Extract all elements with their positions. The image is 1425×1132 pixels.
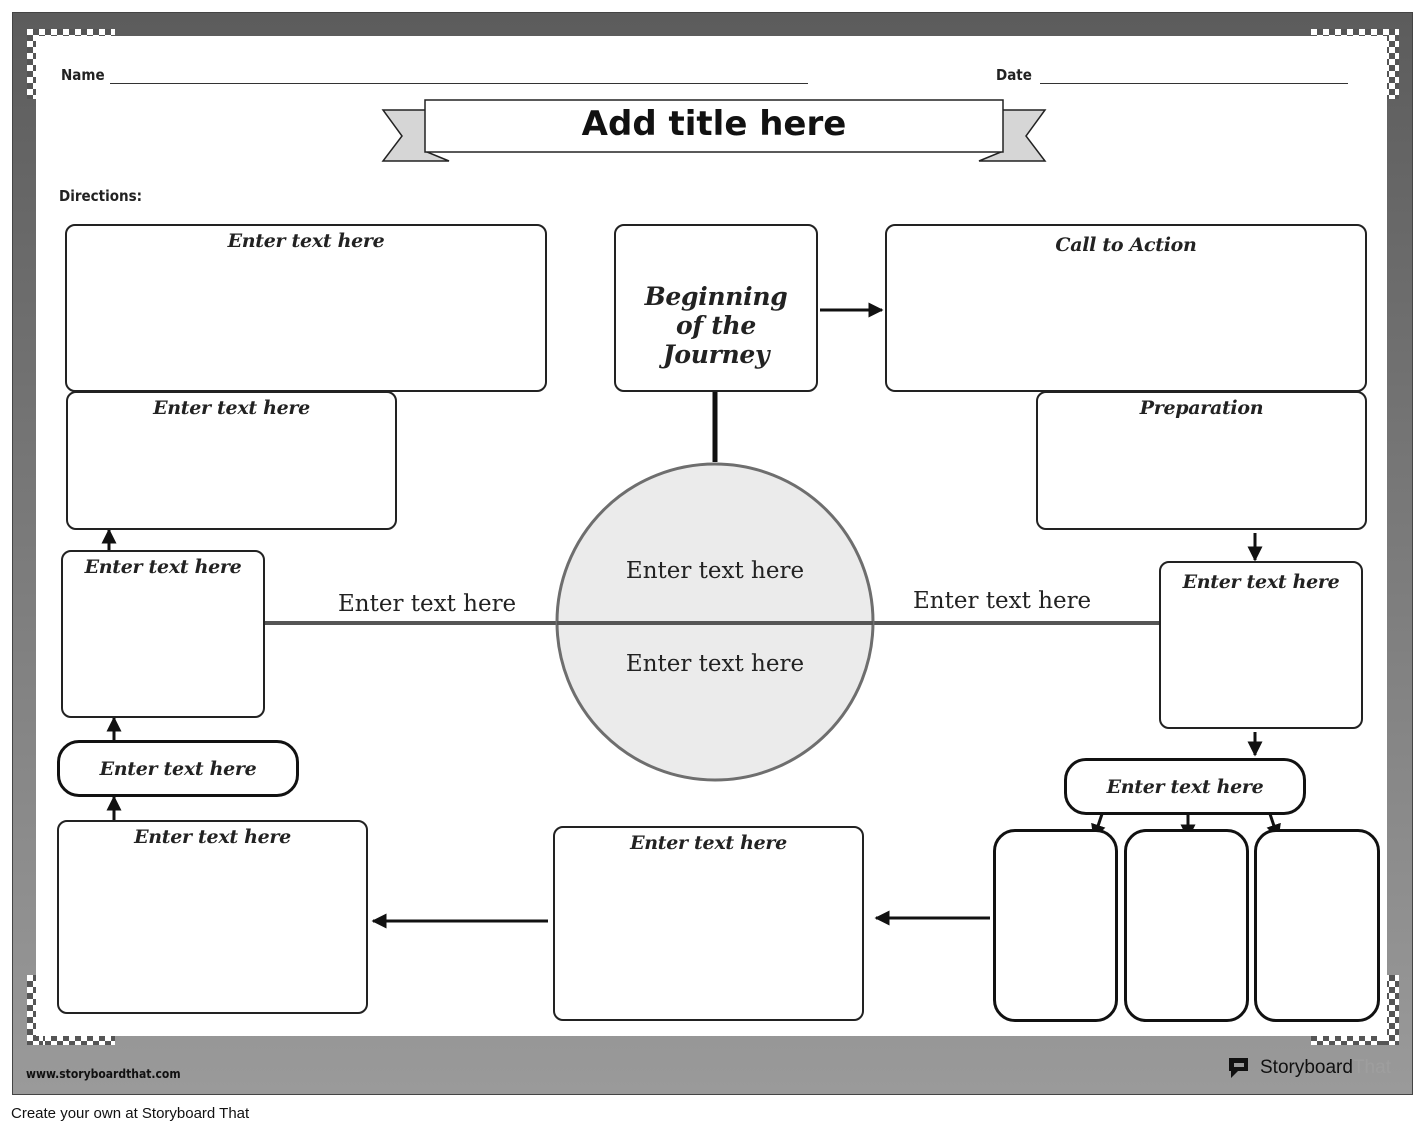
bottom-left-box[interactable]: Enter text here <box>57 820 368 1014</box>
top-left-label: Enter text here <box>227 230 385 252</box>
preparation-box[interactable]: Preparation <box>1036 391 1367 530</box>
bottom-left-label: Enter text here <box>134 826 291 848</box>
checker-corner-tr-v <box>1383 29 1399 99</box>
website-url[interactable]: www.storyboardthat.com <box>26 1067 181 1081</box>
right-line-text[interactable]: Enter text here <box>913 588 1092 614</box>
trial-card-2[interactable] <box>1124 829 1249 1022</box>
right-middle-box[interactable]: Enter text here <box>1159 561 1363 729</box>
left-pill-label: Enter text here <box>99 757 257 780</box>
right-middle-label: Enter text here <box>1182 571 1340 593</box>
checker-corner-br-v <box>1383 975 1399 1045</box>
date-label: Date <box>996 66 1032 84</box>
storyboard-logo[interactable]: Storyboard That <box>1226 1055 1391 1081</box>
page-title[interactable]: Add title here <box>581 104 847 144</box>
name-line[interactable] <box>110 83 808 84</box>
create-link[interactable]: Create your own at Storyboard That <box>11 1105 250 1122</box>
right-pill-label: Enter text here <box>1106 775 1264 798</box>
second-left-label: Enter text here <box>153 397 310 419</box>
date-line[interactable] <box>1040 83 1348 84</box>
directions-label: Directions: <box>59 187 143 205</box>
left-middle-label: Enter text here <box>84 556 242 578</box>
second-left-box[interactable]: Enter text here <box>66 391 397 530</box>
brand-bold: Storyboard <box>1260 1057 1353 1078</box>
preparation-label: Preparation <box>1139 397 1264 419</box>
storyboard-logo-icon <box>1229 1058 1248 1078</box>
circle-top-text[interactable]: Enter text here <box>625 558 805 584</box>
trial-card-3[interactable] <box>1254 829 1380 1022</box>
brand-light: That <box>1352 1057 1391 1078</box>
name-label: Name <box>61 66 105 84</box>
call-to-action-box[interactable]: Call to Action <box>885 224 1367 392</box>
circle-bottom-text[interactable]: Enter text here <box>625 651 805 677</box>
bottom-middle-label: Enter text here <box>630 832 787 854</box>
right-pill[interactable]: Enter text here <box>1064 758 1306 815</box>
left-middle-box[interactable]: Enter text here <box>61 550 265 718</box>
beginning-box[interactable]: Beginning of the Journey <box>614 224 818 392</box>
call-to-action-label: Call to Action <box>1055 234 1197 256</box>
left-pill[interactable]: Enter text here <box>57 740 299 797</box>
trial-card-1[interactable] <box>993 829 1118 1022</box>
beginning-label: Beginning of the Journey <box>644 282 788 369</box>
left-line-text[interactable]: Enter text here <box>338 591 517 617</box>
bottom-middle-box[interactable]: Enter text here <box>553 826 864 1021</box>
top-left-box[interactable]: Enter text here <box>65 224 547 392</box>
